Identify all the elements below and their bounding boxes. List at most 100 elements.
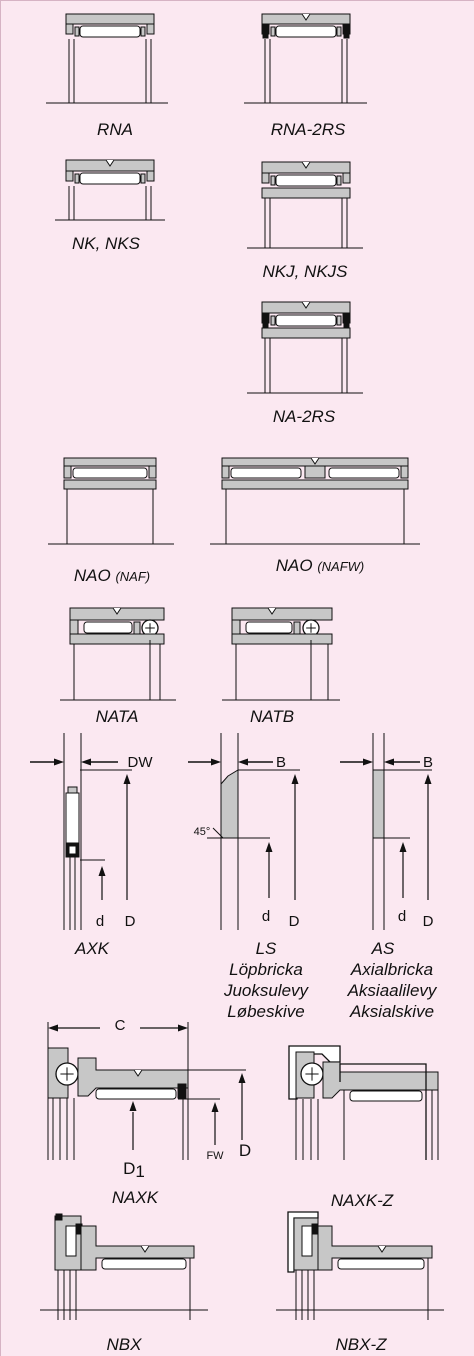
nao-naf-drawing — [48, 457, 174, 545]
needle-roller — [349, 1090, 423, 1102]
caption-axk: AXK — [74, 939, 110, 958]
outer-ring-lip — [69, 619, 79, 635]
cage — [74, 26, 80, 37]
cage — [270, 315, 276, 326]
outer-ring-lip — [231, 619, 241, 635]
d-arrow — [399, 842, 407, 852]
inner-ring — [221, 479, 409, 490]
caption-nata: NATA — [95, 707, 139, 726]
needle-roller — [79, 25, 141, 38]
needle-roller — [83, 621, 133, 634]
needle-roller — [275, 314, 337, 327]
cage — [74, 173, 80, 184]
seal — [343, 313, 350, 328]
caption-as-sv: Axialbricka — [350, 960, 434, 979]
inner-ring — [231, 633, 333, 645]
seal — [262, 313, 269, 328]
fw-arrow — [211, 1102, 219, 1112]
caption-nao-nafw: NAO (NAFW) — [276, 556, 365, 577]
outer-ring-lip — [342, 172, 351, 184]
caption-ls: LS — [255, 939, 277, 958]
b-arrow-left — [363, 758, 373, 766]
naxk-z-drawing — [288, 1045, 439, 1160]
seal — [177, 1083, 187, 1099]
seal — [262, 24, 269, 39]
D-arrow — [291, 774, 299, 784]
cage — [133, 621, 141, 635]
nk-drawing — [55, 159, 165, 221]
needle-roller — [328, 467, 400, 479]
cover-cap — [288, 1045, 341, 1100]
c-arrow-left — [48, 1024, 58, 1032]
needle-roller — [275, 174, 337, 187]
caption-nao-naf-main: NAO — [73, 566, 111, 585]
naxk-fw-label: FW — [206, 1150, 224, 1162]
caption-rna-2rs: RNA-2RS — [270, 120, 346, 139]
cage — [270, 26, 276, 37]
lube-groove — [133, 1069, 143, 1077]
nkj-drawing — [247, 161, 363, 249]
axk-drawing — [30, 733, 132, 930]
outer-ring — [317, 1225, 433, 1271]
caption-rna: RNA — [97, 120, 133, 139]
lube-groove — [267, 607, 277, 615]
rna-drawing — [46, 13, 168, 104]
naxk-d1-label: D1 — [123, 1160, 145, 1181]
caption-nkj: NKJ, NKJS — [262, 262, 348, 281]
c-arrow-right — [178, 1024, 188, 1032]
lube-groove — [105, 159, 115, 167]
axial-roller — [301, 1225, 313, 1257]
na-2rs-drawing — [247, 301, 363, 394]
caption-nk: NK, NKS — [71, 234, 141, 253]
caption-naxk: NAXK — [111, 1188, 159, 1207]
b-arrow-right — [384, 758, 394, 766]
rna-2rs-drawing — [244, 13, 367, 104]
caption-nao-nafw-main: NAO — [275, 556, 313, 575]
needle-roller — [72, 467, 148, 479]
naxk-c-label: C — [114, 1017, 126, 1034]
outer-ring-lip — [65, 23, 74, 35]
cage — [336, 315, 342, 326]
d1-arrow — [129, 1101, 137, 1111]
naxk-d1-sub: 1 — [135, 1162, 145, 1181]
as-D-label: D — [422, 913, 434, 930]
lube-groove — [310, 457, 320, 465]
angle-line — [212, 827, 224, 839]
D-arrow — [424, 774, 432, 784]
cage — [336, 26, 342, 37]
outer-ring-lip — [63, 465, 72, 479]
caption-as-da: Aksialskive — [349, 1002, 435, 1021]
ls-b-label: B — [275, 754, 287, 771]
outer-ring-lip — [261, 172, 270, 184]
outer-ring-lip — [146, 170, 155, 182]
as-drawing — [340, 733, 432, 930]
caption-as: AS — [371, 939, 395, 958]
axk-D-label: D — [124, 913, 136, 930]
nao-nafw-drawing — [210, 457, 420, 545]
needle-roller — [245, 621, 293, 634]
as-d-label: d — [397, 908, 407, 925]
cage — [270, 175, 276, 186]
caption-ls-fi: Juoksulevy — [223, 981, 309, 1000]
outer-ring-lip — [148, 465, 157, 479]
axk-cage — [65, 792, 80, 844]
lube-groove — [140, 1245, 150, 1253]
needle-roller — [230, 467, 302, 479]
needle-roller — [101, 1258, 187, 1270]
nbx-drawing — [40, 1213, 208, 1320]
caption-natb: NATB — [249, 707, 295, 726]
D-arrow — [238, 1073, 246, 1083]
seal — [55, 1213, 63, 1221]
outer-ring — [63, 457, 157, 467]
cage — [336, 175, 342, 186]
b-arrow-left — [211, 758, 221, 766]
outer-ring — [65, 13, 155, 25]
caption-nao-naf: NAO (NAF) — [74, 566, 150, 587]
D-arrow — [123, 774, 131, 784]
outer-ring — [80, 1225, 195, 1271]
outer-ring — [231, 607, 333, 621]
caption-as-fi: Aksiaalilevy — [347, 981, 437, 1000]
naxk-drawing — [47, 1022, 246, 1160]
